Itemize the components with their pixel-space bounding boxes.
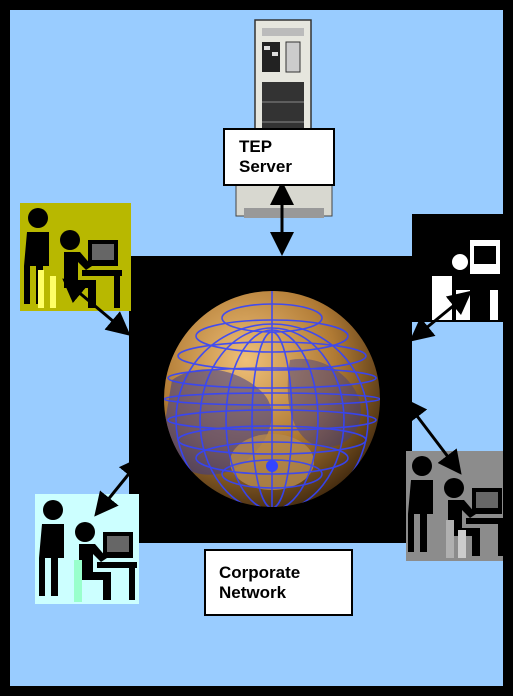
corporate-network-label-line2: Network <box>219 583 287 602</box>
arrow-bottom-right-to-network <box>403 397 462 475</box>
arrow-top-left-to-network <box>62 278 131 336</box>
workstation-bottom-left <box>35 494 139 604</box>
workstation-top-left <box>20 203 131 311</box>
globe-icon <box>129 256 412 543</box>
tep-server-label-line1: TEP <box>239 137 273 156</box>
tep-server-label: TEP Server <box>223 128 335 186</box>
arrow-top-right-to-network <box>409 290 472 342</box>
workstation-top-right <box>412 214 503 322</box>
arrow-bottom-left-to-network <box>94 456 144 517</box>
corporate-network-label-line1: Corporate <box>219 563 301 582</box>
connector-arrows <box>62 181 472 517</box>
corporate-network-label: Corporate Network <box>204 549 353 616</box>
tep-server-label-line2: Server <box>239 157 292 176</box>
